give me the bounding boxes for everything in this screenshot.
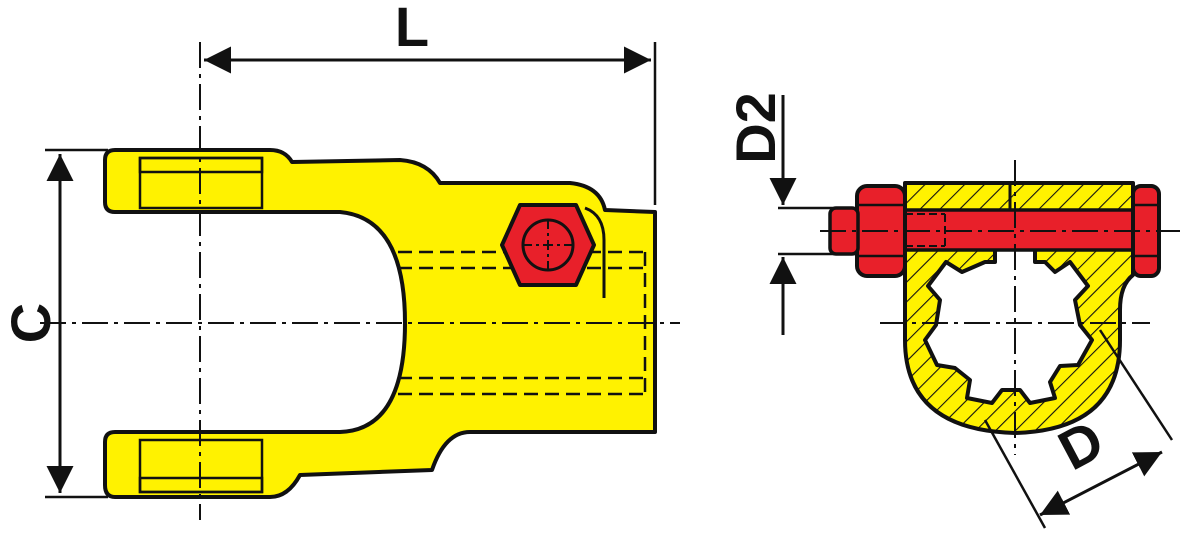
- d-extension-left: [983, 419, 1047, 529]
- yoke-section-view: D2 D: [724, 92, 1180, 529]
- d-extension-right: [1098, 329, 1174, 441]
- d-dimension-line: [1039, 450, 1163, 517]
- yoke-side-view: L C: [0, 0, 680, 520]
- c-dimension-label: C: [0, 303, 62, 343]
- l-dimension-label: L: [395, 0, 429, 58]
- clamp-bolt-nut: [500, 203, 596, 287]
- clamp-slot: [584, 206, 606, 298]
- d2-dimension-label: D2: [724, 92, 787, 164]
